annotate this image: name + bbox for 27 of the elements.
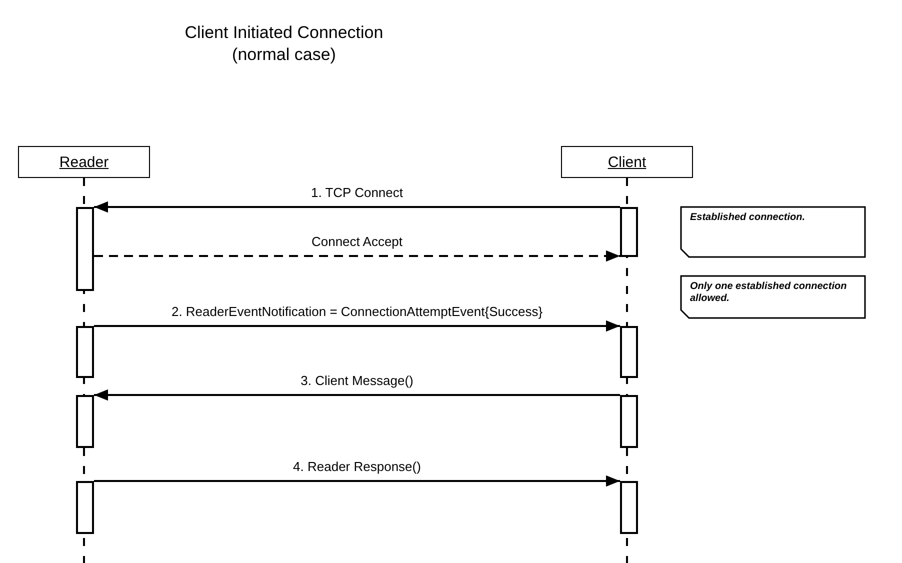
activation-bar: [620, 326, 638, 378]
activation-bar: [620, 481, 638, 534]
note-box: [680, 206, 866, 258]
arrow: [94, 201, 620, 213]
activation-bar: [620, 207, 638, 257]
note-text: Established connection.: [690, 212, 806, 224]
activation-bar: [76, 207, 94, 291]
message-label: 1. TCP Connect: [309, 185, 405, 200]
participant-name: Reader: [59, 154, 109, 170]
activation-bar: [76, 481, 94, 534]
diagram-title: Client Initiated Connection (normal case): [184, 22, 384, 66]
message-label: 4. Reader Response(): [291, 459, 423, 474]
activation-bar: [76, 395, 94, 448]
activation-bar: [620, 395, 638, 448]
note-text: Only one established connection allowed.: [690, 281, 848, 305]
dashed-arrow: [94, 250, 620, 262]
message-label: 3. Client Message(): [298, 373, 416, 388]
activation-bar: [76, 326, 94, 378]
arrow: [94, 475, 620, 487]
participant-name: Client: [608, 154, 646, 170]
message-label: 2. ReaderEventNotification = ConnectionAttemptEvent{Success}: [169, 304, 545, 319]
arrow: [94, 320, 620, 332]
participant-box: [18, 146, 150, 178]
note-box: [680, 275, 866, 319]
message-label: Connect Accept: [309, 234, 405, 249]
participant-box: [561, 146, 693, 178]
arrow: [94, 389, 620, 401]
